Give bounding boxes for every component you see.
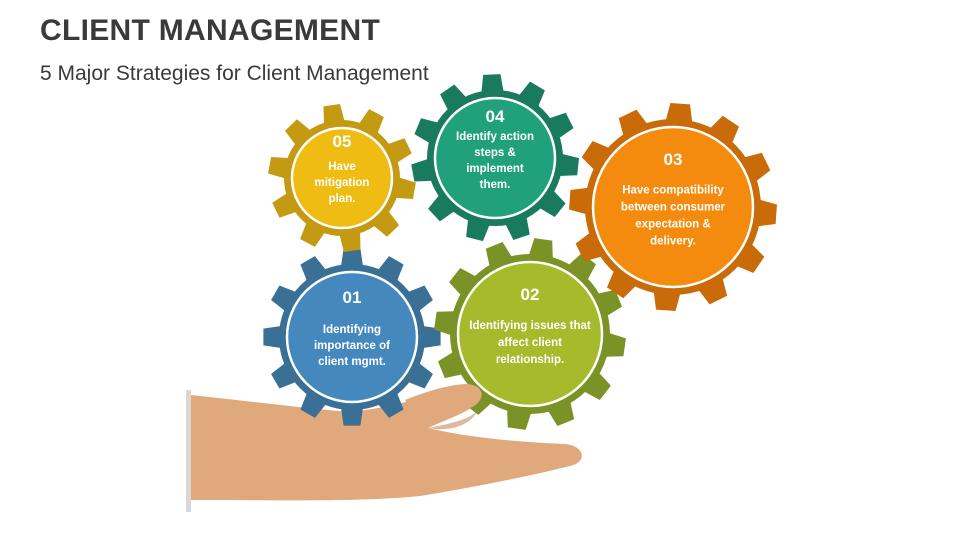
page-subtitle: 5 Major Strategies for Client Management — [40, 62, 429, 85]
gear-01-number: 01 — [343, 288, 362, 307]
gear-03-face — [591, 125, 755, 289]
gear-05-number: 05 — [333, 132, 352, 151]
hand-cuff — [186, 390, 191, 512]
gear-05-face — [290, 126, 394, 230]
hand-illustration — [186, 387, 582, 512]
gear-04-number: 04 — [486, 107, 505, 126]
hand-thumb-shadow — [428, 410, 478, 430]
gear-04-face — [433, 96, 557, 220]
gear-02-number: 02 — [521, 285, 540, 304]
page-title: CLIENT MANAGEMENT — [40, 14, 381, 47]
gear-03-number: 03 — [664, 150, 683, 169]
gear-02-face — [456, 260, 604, 408]
hand-palm — [190, 387, 582, 501]
hand-thumb — [405, 384, 482, 420]
gear-01-face — [285, 270, 419, 404]
